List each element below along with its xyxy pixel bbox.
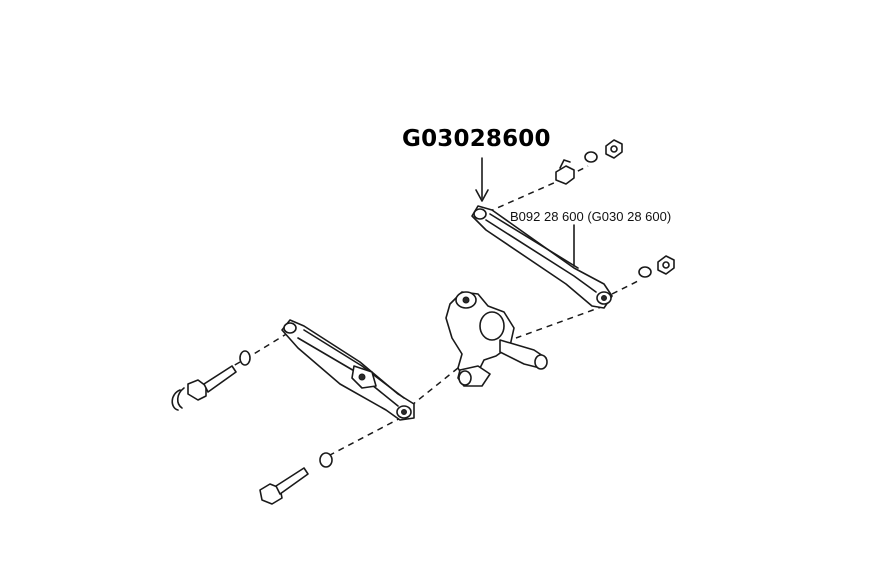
- left-washer: [239, 350, 251, 366]
- upper-washer: [584, 151, 598, 163]
- steering-knuckle: [445, 291, 548, 387]
- part-callout-label: B092 28 600 (G030 28 600): [510, 209, 672, 224]
- left-bolt: [187, 365, 237, 401]
- upper-nut: [605, 139, 623, 159]
- mid-nut: [657, 255, 675, 275]
- upper-control-arm: [471, 205, 613, 309]
- lower-control-arm: [281, 319, 415, 421]
- mid-washer: [638, 266, 652, 278]
- part-number-heading: G03028600: [402, 126, 551, 152]
- assembly-lines: [225, 165, 641, 456]
- bottom-bolt: [259, 467, 309, 505]
- pointer-arrow: [475, 157, 489, 202]
- left-snap-ring: [171, 387, 185, 411]
- upper-bolt: [555, 159, 575, 185]
- bottom-washer: [319, 452, 333, 468]
